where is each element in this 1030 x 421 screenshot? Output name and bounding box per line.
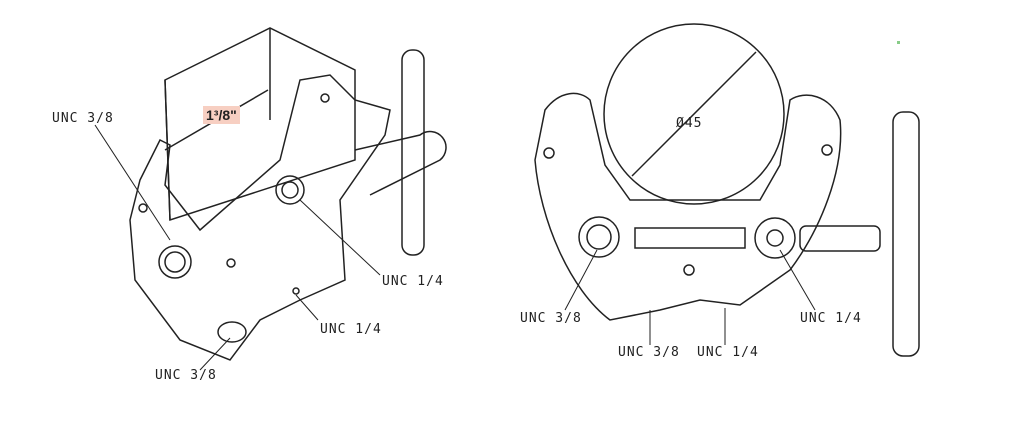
label-unc-1-4-bottom: UNC 1/4 [320, 322, 382, 337]
label-unc-3-8-bottom: UNC 3/8 [155, 368, 217, 383]
left-clamp-isometric [129, 27, 447, 361]
leader-lines [94, 124, 816, 371]
label-unc-3-8-left: UNC 3/8 [52, 111, 114, 126]
label-unc-3-8-center: UNC 3/8 [618, 345, 680, 360]
dimension-label: 1³/8" [203, 106, 240, 124]
label-unc-1-4-right: UNC 1/4 [800, 311, 862, 326]
label-unc-1-4-center: UNC 1/4 [697, 345, 759, 360]
right-clamp-front [534, 23, 920, 357]
green-mark [897, 41, 900, 44]
diameter-label: Ø45 [676, 116, 703, 131]
label-unc-3-8-right: UNC 3/8 [520, 311, 582, 326]
label-unc-1-4-left: UNC 1/4 [382, 274, 444, 289]
